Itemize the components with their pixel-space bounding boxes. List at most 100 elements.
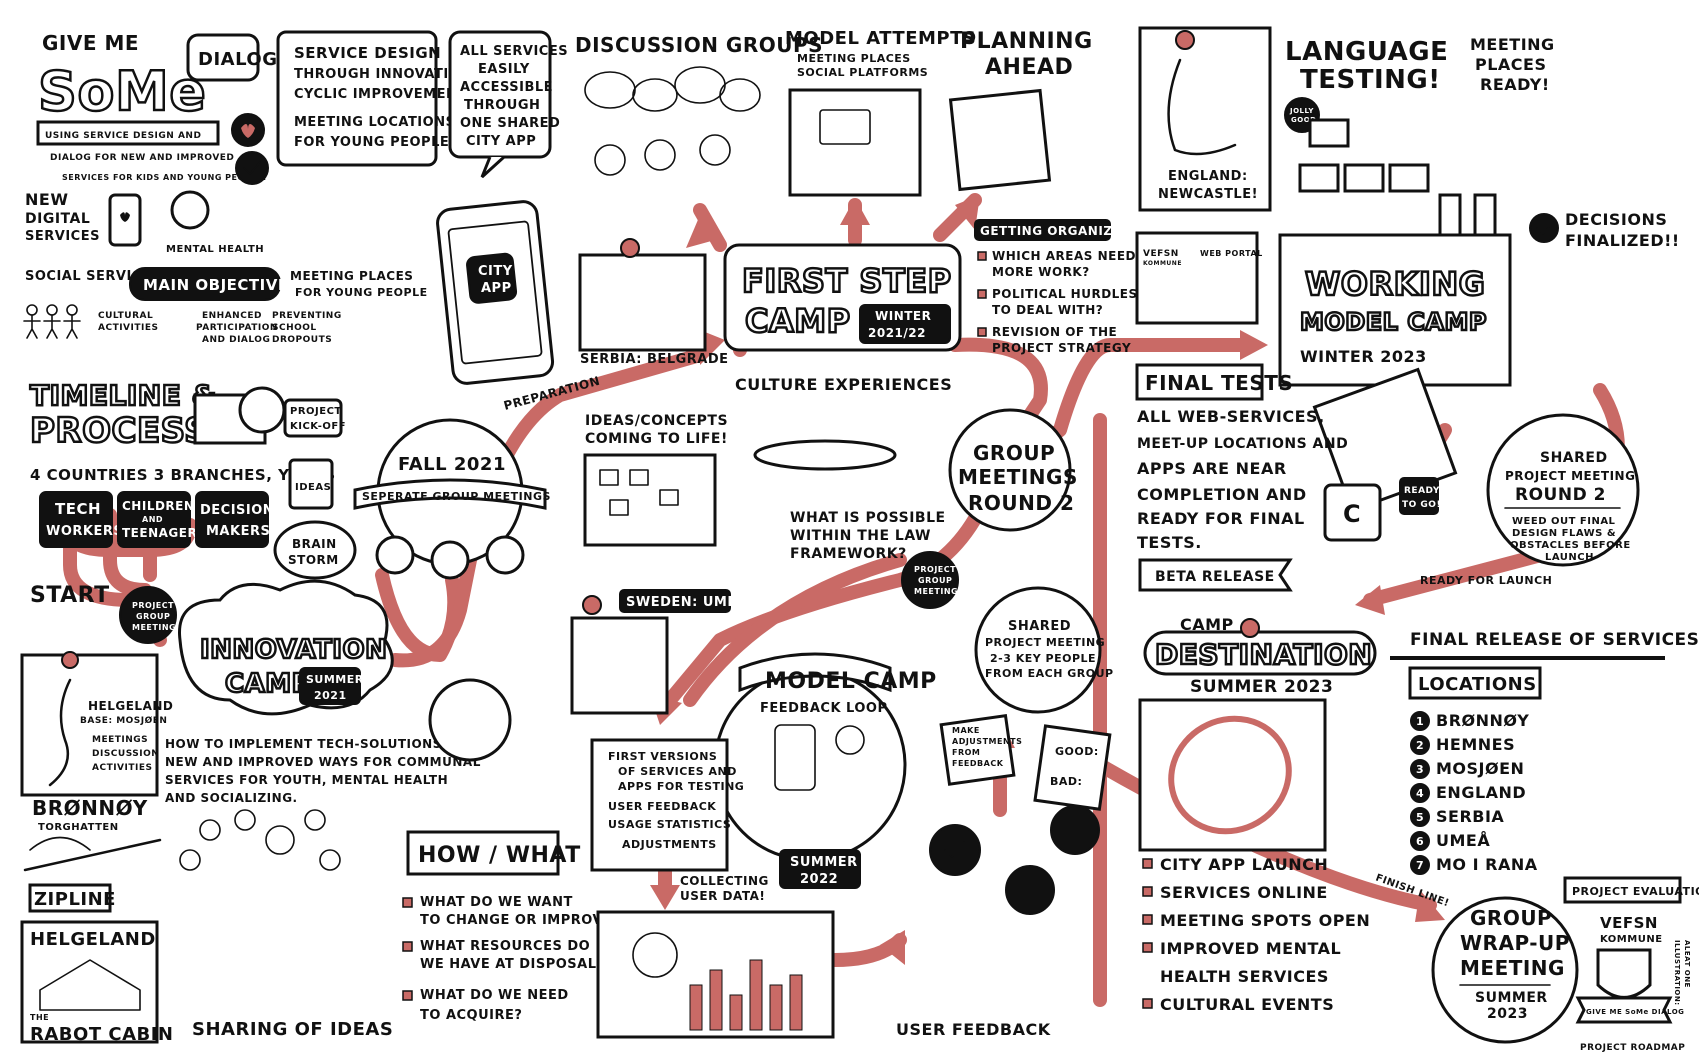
branch-tech [39, 491, 113, 548]
location-number: 7 [1416, 859, 1424, 872]
model-attempts-frame [788, 88, 922, 197]
tagline-banner [36, 120, 220, 146]
tagline-3: SERVICES FOR KIDS AND YOUNG PEOPLE! [62, 173, 267, 182]
outcome-item: MEETING SPOTS OPEN [1160, 911, 1370, 930]
location-number-badge [1410, 711, 1430, 731]
service-design-note: SERVICE DESIGN THROUGH INNOVATIVE CYCLIC… [276, 30, 469, 167]
shared-meeting-round2: SHARED PROJECT MEETING ROUND 2 WEED OUT … [1420, 413, 1640, 587]
new-digital-2: DIGITAL [25, 211, 90, 227]
ft-1: ALL WEB-SERVICES, [1137, 407, 1325, 426]
england-section: ENGLAND: NEWCASTLE! LANGUAGE TESTING! JO… [1135, 26, 1554, 325]
location-number: 1 [1416, 715, 1424, 728]
working-season: WINTER 2023 [1300, 347, 1427, 366]
location-number: 5 [1416, 811, 1424, 824]
gmr2-pgm-2: GROUP [918, 576, 952, 585]
helgeland-bottom-label: HELGELAND [30, 929, 156, 950]
mc-list-3: USAGE STATISTICS [608, 818, 731, 831]
route-loop [1168, 715, 1292, 835]
kommune-portal-label: KOMMUNE [1143, 260, 1182, 267]
england-map-card [1138, 26, 1272, 212]
serbia-map-card [578, 253, 707, 352]
as-line-6: CITY APP [466, 134, 536, 149]
web-portal-window [1135, 231, 1259, 325]
arrow-head [686, 215, 715, 248]
project-roadmap-label: PROJECT ROADMAP [1580, 1043, 1685, 1053]
good-bad-note [1033, 724, 1112, 811]
innovation-camp: INNOVATION CAMP SUMMER 2021 HOW TO IMPLE… [165, 579, 480, 1040]
ft-2: MEET-UP LOCATIONS AND [1137, 436, 1348, 452]
outcome-bullet [1142, 858, 1153, 869]
location-number: 4 [1416, 787, 1424, 800]
sd-line-2: THROUGH INNOVATIVE [294, 67, 469, 82]
city-app-icon [466, 252, 518, 304]
check-icon [1536, 221, 1554, 235]
sweden-map-card [570, 616, 669, 715]
new-digital-1: NEW [25, 190, 68, 209]
model-attempts-b2: SOCIAL PLATFORMS [797, 66, 928, 79]
go-item-1a: WHICH AREAS NEED [992, 249, 1136, 263]
check-bubble [235, 151, 269, 185]
camp-destination: CAMP DESTINATION SUMMER 2023 FINAL RELEA… [1138, 615, 1699, 1014]
fall-2021-title: FALL 2021 [398, 454, 506, 475]
pgm-2: GROUP [136, 612, 170, 621]
getting-organized: GETTING ORGANIZED: WHICH AREAS NEED MORE… [974, 219, 1137, 355]
torghatten-label: TORGHATTEN [38, 822, 119, 833]
arrow-head [1415, 890, 1445, 922]
gmr2-2: MEETINGS [958, 465, 1078, 489]
c-app-glyph: C [1343, 500, 1361, 528]
location-number-badge [1410, 831, 1430, 851]
sweden-flag-icon [1388, 163, 1430, 193]
wrapup-season: SUMMER [1475, 990, 1548, 1006]
sk-4: FROM EACH GROUP [985, 667, 1114, 680]
brain-2: STORM [288, 553, 339, 567]
wrapup-year: 2023 [1487, 1006, 1528, 1022]
decisions-1: DECISIONS [1565, 210, 1667, 229]
gmr2-pgm-1: PROJECT [914, 565, 956, 574]
mc-list-1c: APPS FOR TESTING [618, 780, 744, 793]
pgm-3: MEETING [132, 623, 176, 632]
tagline-2: DIALOG FOR NEW AND IMPROVED [50, 153, 234, 163]
jolly-1: JOLLY [1289, 107, 1314, 115]
c-app-icon [1323, 483, 1382, 542]
location-number: 2 [1416, 739, 1424, 752]
cultural-1: CULTURAL [98, 311, 153, 321]
tagline-1: USING SERVICE DESIGN AND [45, 131, 201, 141]
thinking-person [428, 678, 512, 762]
helgeland-label: HELGELAND [88, 699, 173, 713]
locations-title: LOCATIONS [1418, 674, 1537, 695]
main-objectives-label: MAIN OBJECTIVES [143, 276, 300, 294]
sd-line-3: CYCLIC IMPROVEMENT [294, 87, 467, 102]
final-release-label: FINAL RELEASE OF SERVICES [1410, 630, 1699, 650]
model-camp-label-2: MODEL CAMP [1300, 308, 1487, 336]
map-pin-icon [1175, 30, 1195, 50]
model-camp-banner [738, 652, 892, 693]
how-what-q3b: TO ACQUIRE? [420, 1008, 522, 1023]
innovation-desc-3: SERVICES FOR YOUTH, MENTAL HEALTH [165, 773, 448, 787]
outcome-bullet [1142, 998, 1153, 1009]
timeline-section: TIMELINE & PROCESS PROJECT KICK-OFF 4 CO… [29, 378, 357, 644]
objectives-area: NEW DIGITAL SERVICES MENTAL HEALTH SOCIA… [23, 190, 427, 345]
destination-label: DESTINATION [1155, 638, 1372, 671]
brainstorm-cloud [273, 520, 357, 580]
outcome-item: IMPROVED MENTAL [1160, 939, 1341, 958]
branch-decision-1: DECISION [200, 503, 274, 518]
how-what-q2a: WHAT RESOURCES DO [420, 939, 590, 954]
sr2-2: PROJECT MEETING [1505, 469, 1635, 483]
wrapup-2: WRAP-UP [1460, 931, 1570, 955]
ft-3: APPS ARE NEAR [1137, 459, 1287, 478]
feedback-loop-circle [713, 668, 907, 862]
how-what-q2b: WE HAVE AT DISPOSAL? [420, 957, 605, 972]
first-versions-list [590, 738, 729, 872]
getting-organized-title: GETTING ORGANIZED: [980, 224, 1137, 238]
feedback-loop-label: FEEDBACK LOOP [760, 701, 888, 716]
cafe-table [753, 439, 897, 471]
separate-meetings-label: SEPERATE GROUP MEETINGS [362, 490, 551, 503]
bronnoy-label: BRØNNØY [32, 796, 148, 820]
kickoff-1: PROJECT [290, 406, 342, 417]
collecting-1: COLLECTING [680, 874, 769, 888]
kickoff-badge [283, 398, 343, 438]
as-line-3: ACCESSIBLE [460, 80, 553, 95]
dialog-bubble [186, 33, 260, 82]
ideas-concepts: IDEAS/CONCEPTS COMING TO LIFE! WHAT IS P… [583, 413, 945, 562]
